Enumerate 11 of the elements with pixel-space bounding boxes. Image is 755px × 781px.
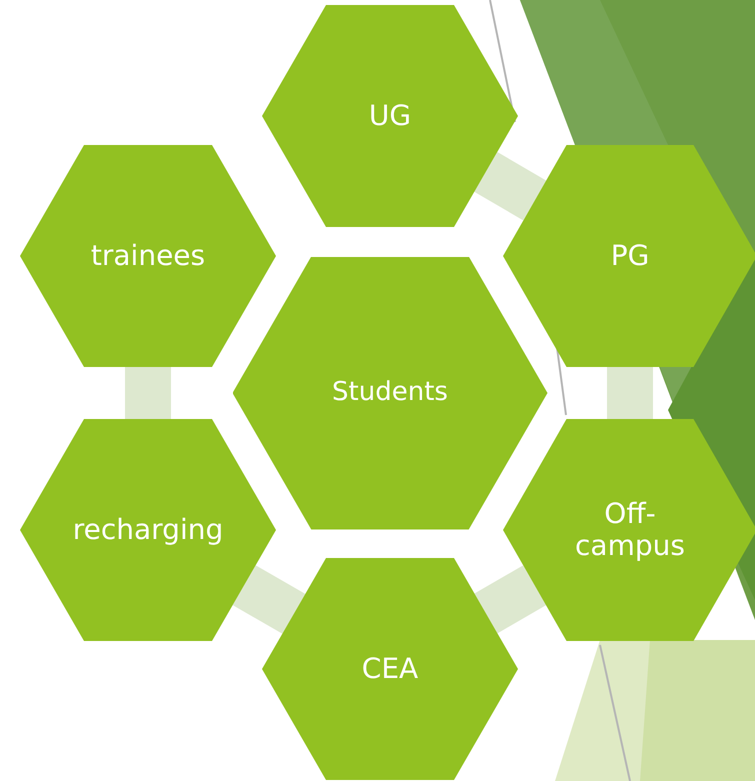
connector: [232, 565, 306, 634]
node-label: UG: [368, 100, 412, 132]
node-label: recharging: [72, 514, 224, 546]
node-label: PG: [610, 240, 650, 272]
connector: [125, 367, 171, 419]
node-label: trainees: [90, 240, 206, 272]
node-label: Students: [332, 378, 448, 408]
node-label: Off- campus: [574, 498, 686, 562]
connector: [474, 152, 546, 220]
connector: [474, 565, 546, 634]
node-label: CEA: [362, 652, 418, 686]
